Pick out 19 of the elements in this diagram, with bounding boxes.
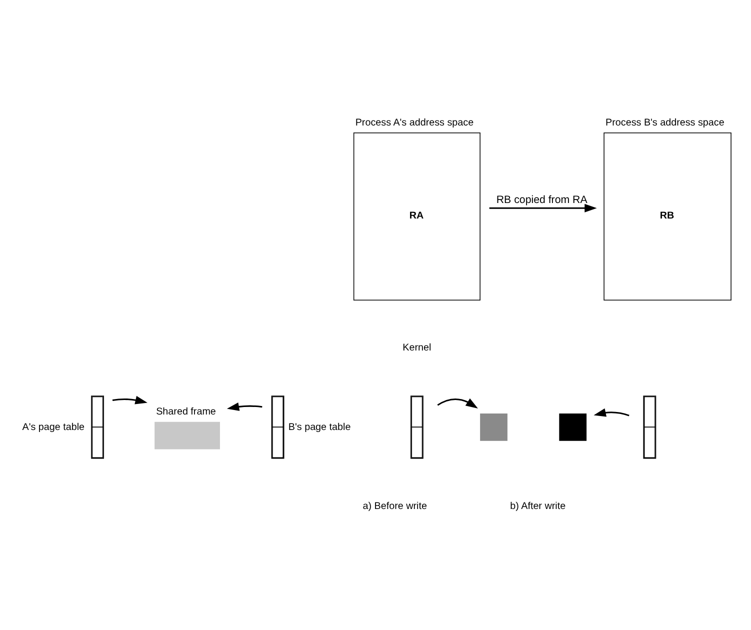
node-label: Process B's address space <box>606 118 724 129</box>
label: Kernel <box>402 342 432 354</box>
label: b) After write <box>510 500 566 512</box>
arrow <box>594 408 630 417</box>
arrow <box>226 402 262 411</box>
node-box <box>559 413 587 441</box>
arrow <box>112 396 148 404</box>
arrow <box>437 398 478 409</box>
node-label: Process A's address space <box>355 118 474 129</box>
node-box: RA <box>353 132 480 301</box>
node-box <box>480 413 508 441</box>
node-label: Shared frame <box>156 406 216 418</box>
label: a) Before write <box>362 500 427 512</box>
node-box: RB <box>604 132 732 301</box>
arrow <box>489 204 597 212</box>
edge-label: RB copied from RA <box>496 194 588 206</box>
node-label: B's page table <box>288 422 351 433</box>
node-box <box>154 422 220 450</box>
node-label: A's page table <box>22 422 85 433</box>
